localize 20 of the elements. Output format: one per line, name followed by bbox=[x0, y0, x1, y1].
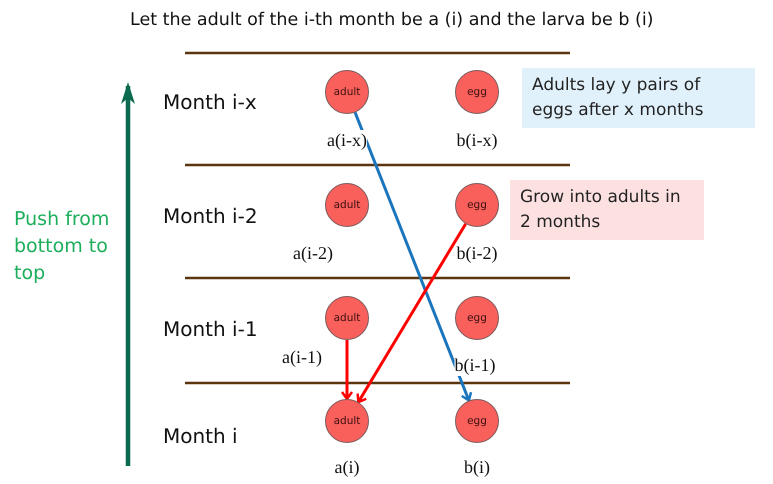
stage-circle: egg bbox=[455, 296, 499, 340]
title: Let the adult of the i-th month be a (i) and the larva be b (i) bbox=[130, 10, 654, 30]
row-label: Month i-x bbox=[163, 90, 257, 114]
node-caption: a(i-x) bbox=[327, 130, 367, 151]
stage-circle: egg bbox=[455, 70, 499, 114]
direction-label: Push from bottom to top bbox=[14, 207, 110, 286]
stage-circle: adult bbox=[325, 70, 369, 114]
note-box: Adults lay y pairs of eggs after x months bbox=[522, 68, 755, 128]
row-label: Month i-1 bbox=[163, 317, 258, 341]
note-box: Grow into adults in 2 months bbox=[510, 180, 704, 240]
stage-circle: adult bbox=[325, 183, 369, 227]
stage-circle: adult bbox=[325, 399, 369, 443]
stage-circle: egg bbox=[455, 183, 499, 227]
arrow bbox=[340, 340, 354, 400]
stage-circle: egg bbox=[455, 399, 499, 443]
row-label: Month i-2 bbox=[163, 204, 258, 228]
arrow bbox=[356, 223, 467, 404]
row-label: Month i bbox=[163, 424, 238, 448]
arrow bbox=[354, 112, 472, 402]
stage-circle: adult bbox=[325, 296, 369, 340]
